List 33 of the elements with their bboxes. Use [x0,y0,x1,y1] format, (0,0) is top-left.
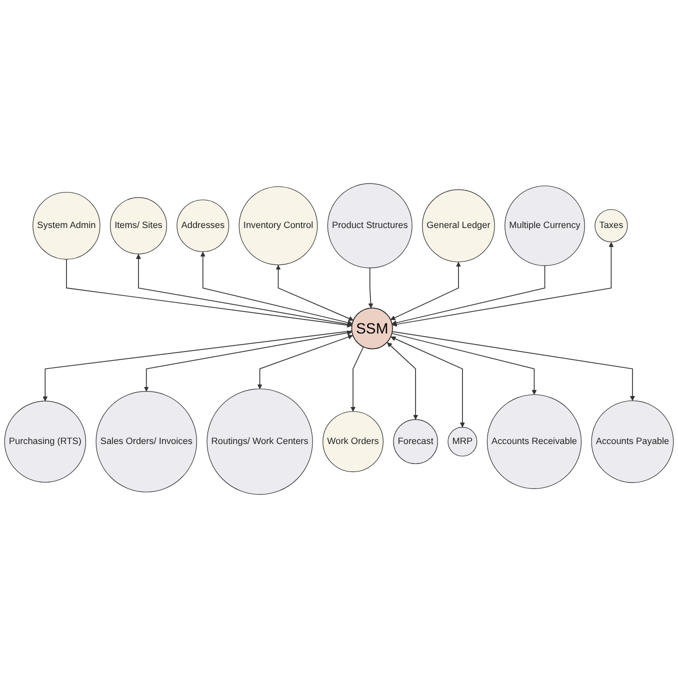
node-circle: Multiple Currency [504,186,585,266]
node-circle: Purchasing (RTS) [4,401,86,484]
node-circle: Accounts Payable [591,400,674,484]
arrow [42,330,352,402]
node-circle: Inventory Control [238,186,318,266]
arrow [257,335,353,390]
arrow [144,330,352,392]
arrow [386,342,418,420]
arrow [66,259,352,328]
arrow [392,332,635,402]
node-circle: Sales Orders/ Invoices [96,392,197,493]
node-circle: General Ledger [422,190,495,263]
arrow [368,268,374,309]
node-circle: Work Orders [322,412,384,473]
node-circle: Taxes [594,210,628,243]
arrow [392,266,546,326]
arrow [276,265,354,322]
arrow [200,252,352,326]
node-circle: Forecast [393,420,438,465]
arrow [392,242,614,328]
node-circle: MRP [448,427,478,457]
arrow [391,333,537,396]
arrow [136,254,352,328]
node-circle: Routings/ Work Centers [206,389,313,496]
node-circle: Addresses [176,200,230,252]
node-circle: Accounts Receivable [486,394,582,490]
node-circle: Items/ Sites [110,198,167,255]
node-circle: Product Structures [327,184,412,269]
node-circle: SSM [351,308,393,350]
arrow [390,336,465,428]
node-circle: System Admin [32,192,100,260]
arrow [390,262,461,321]
arrow [350,346,364,412]
